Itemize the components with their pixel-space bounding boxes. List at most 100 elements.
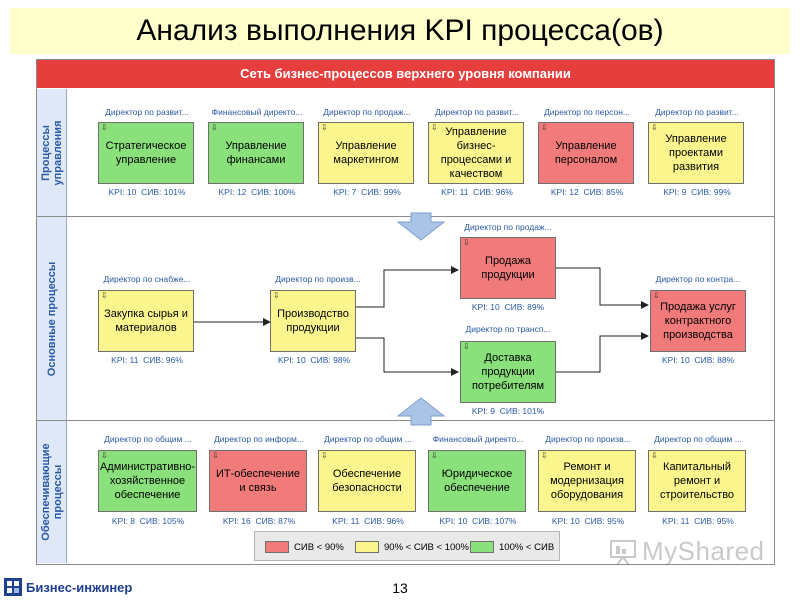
watermark: MyShared	[608, 536, 765, 567]
process-icon: ⇩	[463, 342, 470, 351]
process-icon: ⇩	[273, 291, 280, 300]
process-box-project-management[interactable]: ⇩ Управление проектами развития	[648, 122, 744, 184]
process-icon: ⇩	[321, 451, 328, 460]
process-owner: Директор по общим ...	[104, 434, 192, 444]
process-box-finance-management[interactable]: ⇩ Управление финансами	[208, 122, 304, 184]
process-kpi: KPI: 10 СИВ: 95%	[551, 516, 625, 526]
process-icon: ⇩	[101, 123, 108, 132]
section-divider	[37, 216, 774, 217]
page-number: 13	[392, 580, 408, 596]
diagram-header: Сеть бизнес-процессов верхнего уровня ко…	[37, 60, 774, 88]
presentation-icon	[610, 539, 636, 566]
process-owner: Финансовый директо...	[432, 434, 524, 444]
process-owner: Директор по трансп...	[465, 324, 551, 334]
logo-text: Бизнес-инжинер	[26, 579, 133, 595]
legend-swatch	[265, 541, 289, 553]
process-box-legal[interactable]: ⇩ Юридическое обеспечение	[428, 450, 526, 512]
page-title: Анализ выполнения KPI процесса(ов)	[136, 14, 664, 47]
process-name: Управление бизнес-процессами и качеством	[440, 126, 512, 180]
process-box-procurement[interactable]: ⇩ Закупка сырья и материалов	[98, 290, 194, 352]
process-icon: ⇩	[541, 451, 548, 460]
process-box-marketing-management[interactable]: ⇩ Управление маркетингом	[318, 122, 414, 184]
process-name: Юридическое обеспечение	[441, 468, 513, 494]
process-kpi: KPI: 9 СИВ: 99%	[663, 187, 731, 197]
process-owner: Директор по произв...	[275, 274, 361, 284]
process-box-construction[interactable]: ⇩ Капитальный ремонт и строительство	[648, 450, 746, 512]
process-box-bpm-quality[interactable]: ⇩ Управление бизнес-процессами и качеств…	[428, 122, 524, 184]
process-icon: ⇩	[651, 123, 658, 132]
process-kpi: KPI: 8 СИВ: 105%	[111, 516, 185, 526]
process-kpi: KPI: 10 СИВ: 101%	[108, 187, 186, 197]
process-box-security[interactable]: ⇩ Обеспечение безопасности	[318, 450, 416, 512]
process-name: Управление проектами развития	[665, 133, 727, 173]
process-kpi: KPI: 10 СИВ: 98%	[277, 355, 351, 365]
process-name: Управление маркетингом	[333, 140, 399, 166]
process-box-product-sales[interactable]: ⇩ Продажа продукции	[460, 237, 556, 299]
title-bar	[10, 8, 790, 54]
process-icon: ⇩	[651, 451, 658, 460]
process-kpi: KPI: 16 СИВ: 87%	[222, 516, 296, 526]
process-icon: ⇩	[431, 451, 438, 460]
process-name: Закупка сырья и материалов	[104, 308, 188, 334]
process-box-it-support[interactable]: ⇩ ИТ-обеспечение и связь	[209, 450, 307, 512]
process-name: Управление персоналом	[554, 140, 618, 166]
process-box-strategic-management[interactable]: ⇩ Стратегическое управление	[98, 122, 194, 184]
process-icon: ⇩	[211, 123, 218, 132]
process-kpi: KPI: 7 СИВ: 99%	[333, 187, 401, 197]
down-flow-arrow	[396, 212, 446, 241]
process-kpi: KPI: 11 СИВ: 96%	[332, 516, 404, 526]
connector-arrow	[356, 337, 459, 376]
process-owner: Директор по продаж...	[323, 107, 411, 117]
process-box-contract-services[interactable]: ⇩ Продажа услуг контрактного производств…	[650, 290, 746, 352]
process-name: Производство продукции	[277, 308, 349, 334]
connector-arrow	[556, 332, 649, 373]
watermark-text: MyShared	[642, 536, 765, 566]
process-owner: Директор по общим ...	[654, 434, 742, 444]
section-label-management: Процессы управления	[37, 89, 67, 216]
company-logo[interactable]: Бизнес-инжинер	[4, 578, 132, 596]
process-box-equipment-repair[interactable]: ⇩ Ремонт и модернизация оборудования	[538, 450, 636, 512]
process-name: ИТ-обеспечение и связь	[215, 468, 301, 494]
legend-item-red: СИВ < 90%	[265, 540, 344, 554]
process-box-production[interactable]: ⇩ Производство продукции	[270, 290, 356, 352]
connector-arrow	[356, 266, 459, 308]
process-kpi: KPI: 11 СИВ: 96%	[111, 355, 183, 365]
process-icon: ⇩	[101, 291, 108, 300]
process-kpi: KPI: 11 СИВ: 95%	[662, 516, 734, 526]
process-name: Административно-хозяйственное обеспечени…	[99, 461, 196, 501]
section-label-core: Основные процессы	[37, 217, 67, 420]
process-name: Обеспечение безопасности	[332, 468, 402, 494]
process-name: Ремонт и модернизация оборудования	[550, 461, 624, 501]
legend-swatch	[470, 541, 494, 553]
process-owner: Финансовый директо...	[211, 107, 303, 117]
legend: СИВ < 90% 90% < СИВ < 100% 100% < СИВ	[254, 531, 560, 561]
process-box-delivery[interactable]: ⇩ Доставка продукции потребителям	[460, 341, 556, 403]
process-owner: Директор по развит...	[655, 107, 739, 117]
process-kpi: KPI: 10 СИВ: 107%	[439, 516, 517, 526]
process-name: Стратегическое управление	[105, 140, 187, 166]
process-owner: Директор по развит...	[435, 107, 519, 117]
process-icon: ⇩	[431, 123, 438, 132]
process-box-hr-management[interactable]: ⇩ Управление персоналом	[538, 122, 634, 184]
process-box-admin-support[interactable]: ⇩ Административно-хозяйственное обеспече…	[98, 450, 197, 512]
process-owner: Директор по снабже...	[103, 274, 191, 284]
section-label-support: Обеспечивающие процессы	[37, 421, 67, 563]
process-kpi: KPI: 11 СИВ: 96%	[441, 187, 513, 197]
process-owner: Директор по развит...	[105, 107, 189, 117]
process-name: Капитальный ремонт и строительство	[659, 461, 735, 501]
process-name: Продажа услуг контрактного производства	[660, 301, 736, 341]
process-owner: Директор по информ...	[214, 434, 304, 444]
legend-swatch	[355, 541, 379, 553]
process-owner: Директор по произв...	[545, 434, 631, 444]
process-kpi: KPI: 12 СИВ: 85%	[550, 187, 624, 197]
process-name: Доставка продукции потребителям	[471, 352, 545, 392]
process-icon: ⇩	[653, 291, 660, 300]
process-icon: ⇩	[212, 451, 219, 460]
legend-item-yellow: 90% < СИВ < 100%	[355, 540, 469, 554]
process-icon: ⇩	[321, 123, 328, 132]
process-owner: Директор по контра...	[655, 274, 741, 284]
process-name: Продажа продукции	[481, 255, 535, 281]
process-kpi: KPI: 10 СИВ: 89%	[471, 302, 545, 312]
process-kpi: KPI: 9 СИВ: 101%	[471, 406, 545, 416]
